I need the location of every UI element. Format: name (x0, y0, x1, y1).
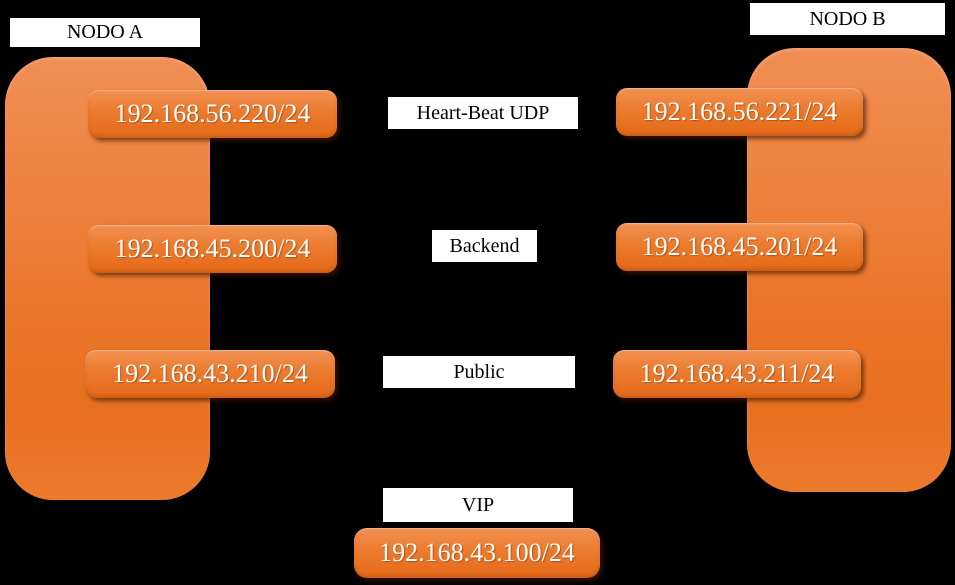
link-label-backend: Backend (432, 230, 537, 262)
node-b-ip-heartbeat: 192.168.56.221/24 (616, 88, 863, 136)
node-b-title: NODO B (750, 3, 945, 35)
node-a-ip-heartbeat: 192.168.56.220/24 (88, 90, 337, 138)
vip-label: VIP (383, 488, 573, 522)
link-label-heartbeat: Heart-Beat UDP (388, 97, 578, 129)
node-b-ip-backend: 192.168.45.201/24 (616, 223, 863, 271)
node-a-title: NODO A (10, 18, 200, 47)
node-a-ip-public: 192.168.43.210/24 (85, 350, 335, 398)
node-a-ip-backend: 192.168.45.200/24 (88, 225, 337, 273)
vip-ip-chip: 192.168.43.100/24 (354, 528, 600, 578)
link-label-public: Public (383, 356, 575, 388)
node-b-ip-public: 192.168.43.211/24 (613, 350, 861, 398)
